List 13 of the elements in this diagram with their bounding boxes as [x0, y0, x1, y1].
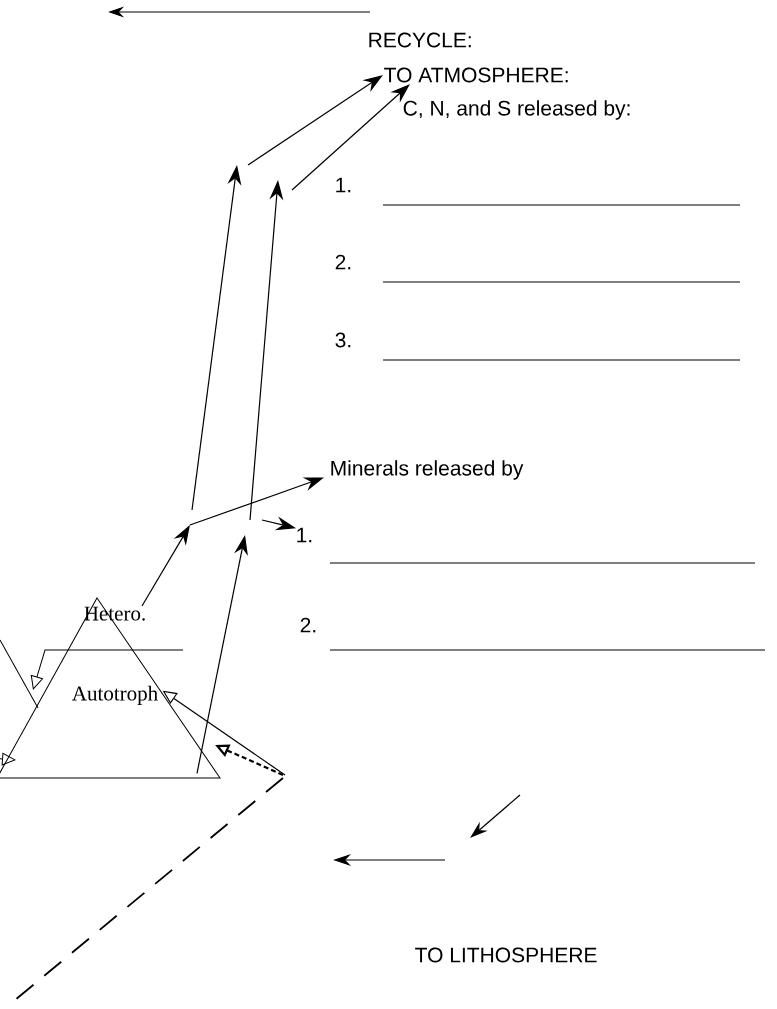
list-number: 2.: [300, 617, 316, 633]
list-number: 2.: [335, 254, 351, 270]
heading-text: TO LITHOSPHERE: [415, 947, 597, 963]
arrow: [291, 84, 410, 191]
heading-text: TO ATMOSPHERE:: [384, 67, 568, 83]
text-label: C, N, and S released by:: [403, 100, 630, 120]
text-label: Minerals released by: [331, 460, 524, 480]
list-number: 1.: [336, 177, 351, 193]
list-number: 3.: [335, 332, 351, 348]
arrow: [247, 75, 383, 166]
list-number: 1.: [297, 527, 312, 543]
heading-text: RECYCLE:: [369, 32, 471, 48]
arrow: [141, 525, 190, 607]
